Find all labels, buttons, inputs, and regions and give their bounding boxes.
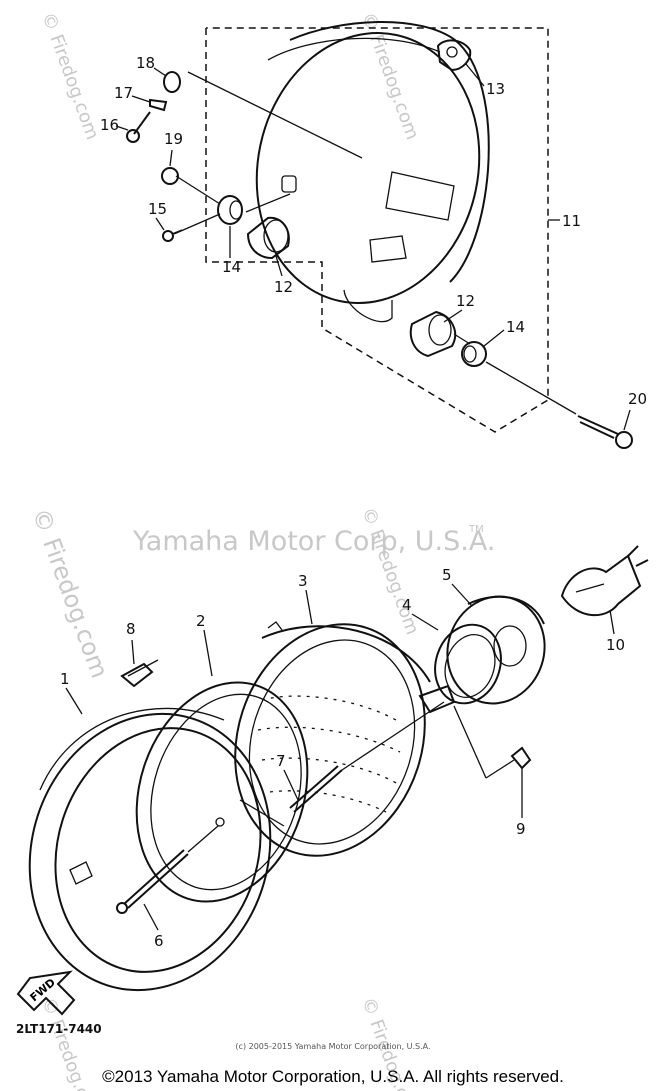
callouts: 1 2 3 4 5 6 7 8 9 10 11 12 12 13 14 14 1… — [60, 54, 647, 950]
callout-9: 9 — [516, 820, 526, 838]
part-13-cap — [436, 39, 472, 72]
housing-shell-rim — [255, 32, 481, 304]
callout-7: 7 — [276, 752, 286, 770]
callout-5: 5 — [442, 566, 452, 584]
part-4-gasket — [434, 623, 502, 705]
part-18-washer — [163, 71, 181, 93]
watermark-left: © Firedog.com — [26, 504, 113, 681]
small-hardware — [126, 71, 291, 260]
callout-3: 3 — [298, 572, 308, 590]
housing-shell-body — [289, 21, 490, 283]
assembly-boundary — [205, 27, 549, 433]
part-14-grommet-right — [461, 341, 487, 367]
callout-6: 6 — [154, 932, 164, 950]
part-17-clip — [149, 98, 168, 112]
part-19-nut — [161, 167, 179, 185]
callout-17: 17 — [114, 84, 133, 102]
watermarks: © Firedog.com © Firedog.com © Firedog.co… — [26, 10, 495, 1091]
watermark-company: Yamaha Motor Corp, U.S.A. — [132, 526, 495, 557]
callout-14-right: 14 — [506, 318, 525, 336]
small-copyright: (c) 2005-2015 Yamaha Motor Corporation, … — [235, 1042, 431, 1051]
part-7-screw — [289, 765, 339, 809]
headlight-unit-assembly — [28, 545, 649, 992]
callout-12-left: 12 — [274, 278, 293, 296]
copyright-footer: ©2013 Yamaha Motor Corporation, U.S.A. A… — [102, 1067, 564, 1086]
callout-4: 4 — [402, 596, 412, 614]
part-1-rim-outer — [28, 712, 272, 992]
watermark-mid: © Firedog.com — [357, 505, 423, 638]
headlight-housing-assembly — [187, 21, 560, 433]
part-15-screw — [162, 230, 174, 242]
part-10-bulb — [560, 545, 649, 617]
diagram-code: 2LT171-7440 — [16, 1022, 102, 1036]
part-20-bolt — [577, 415, 619, 435]
watermark-top-mid: © Firedog.com — [357, 10, 423, 143]
part-1-rim-inner — [54, 727, 262, 973]
part-9-clip — [510, 746, 532, 770]
callout-18: 18 — [136, 54, 155, 72]
part-8-clip — [120, 662, 154, 688]
part-6-screw — [123, 849, 185, 905]
watermark-tm: TM — [468, 524, 484, 535]
part-12-collar-left — [246, 216, 290, 260]
callout-14-left: 14 — [222, 258, 241, 276]
callout-19: 19 — [164, 130, 183, 148]
callout-10: 10 — [606, 636, 625, 654]
lens-texture — [257, 695, 401, 813]
callout-12-right: 12 — [456, 292, 475, 310]
callout-13: 13 — [486, 80, 505, 98]
callout-20: 20 — [628, 390, 647, 408]
housing-right-hardware — [409, 39, 633, 449]
part-2-ring — [135, 681, 309, 903]
callout-2: 2 — [196, 612, 206, 630]
callout-8: 8 — [126, 620, 136, 638]
callout-15: 15 — [148, 200, 167, 218]
housing-window — [385, 171, 455, 221]
part-3-lens — [234, 623, 426, 857]
callout-16: 16 — [100, 116, 119, 134]
watermark-top-left: © Firedog.com — [37, 10, 103, 143]
callout-11: 11 — [562, 212, 581, 230]
callout-1: 1 — [60, 670, 70, 688]
